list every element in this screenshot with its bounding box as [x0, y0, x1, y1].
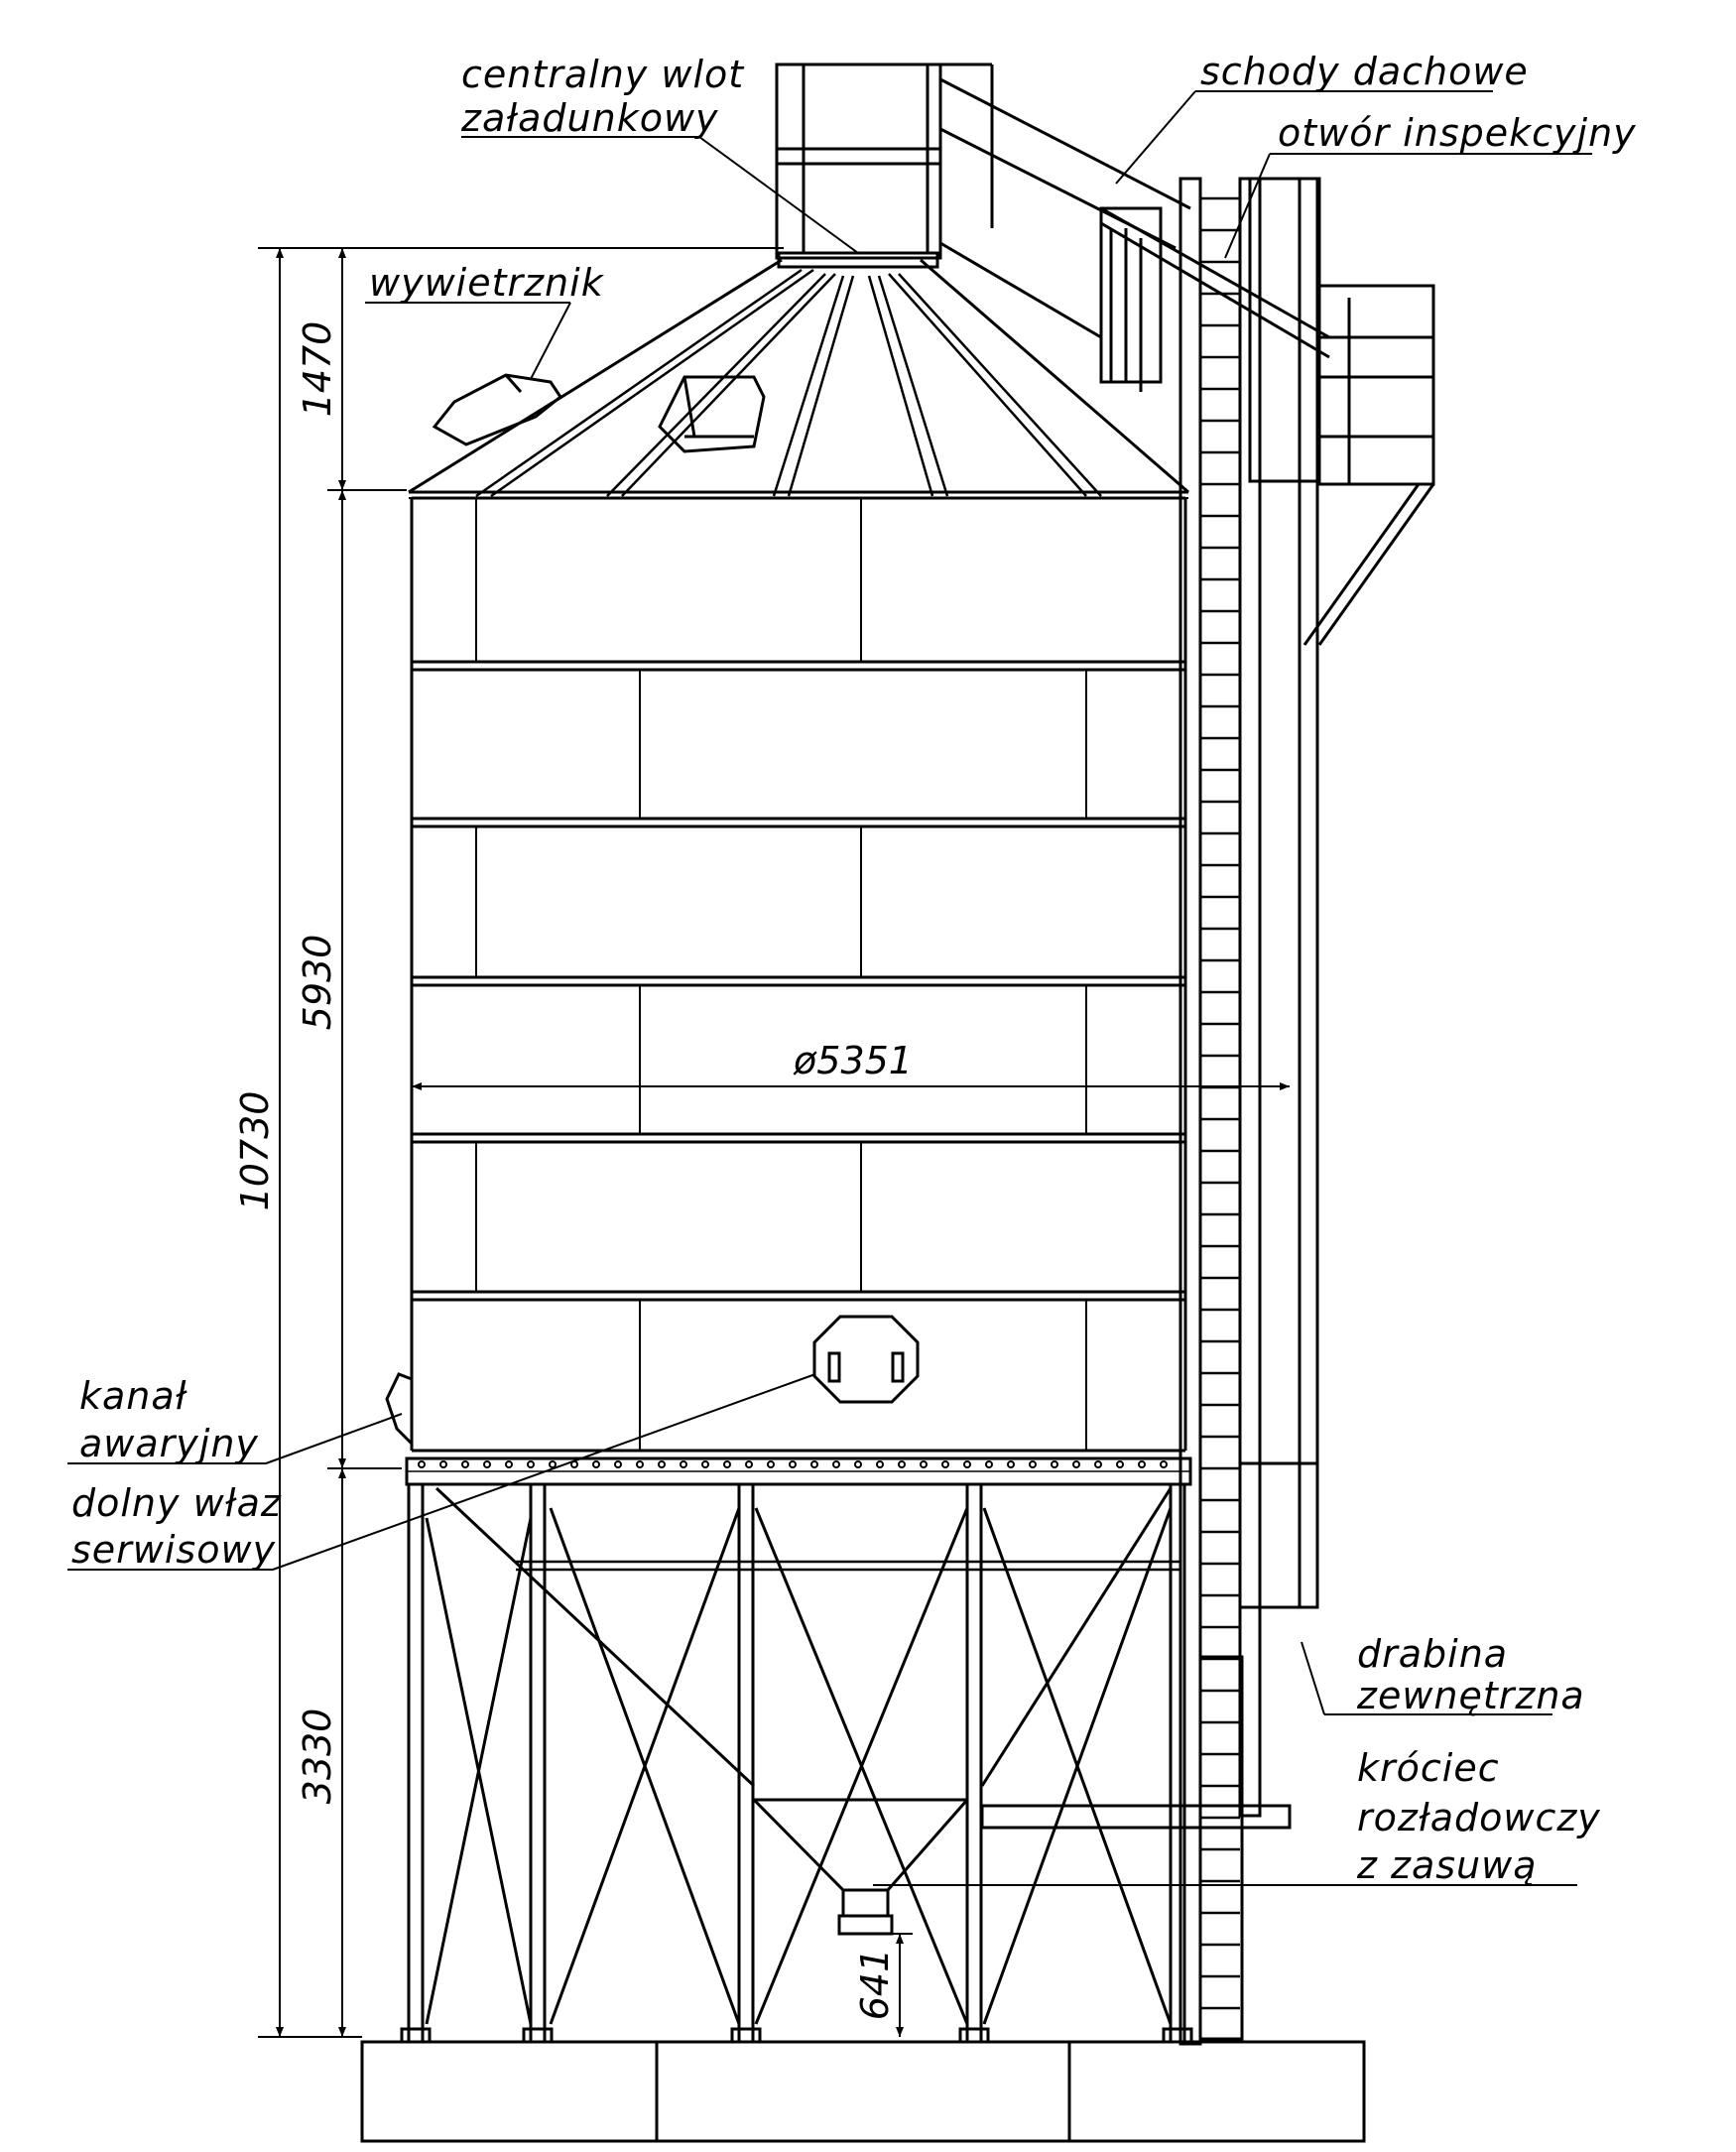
bolt: [854, 1460, 862, 1468]
bolt: [963, 1460, 971, 1468]
bolt: [439, 1460, 447, 1468]
roof: [408, 251, 1189, 499]
bolt: [549, 1460, 557, 1468]
bolt: [810, 1460, 818, 1468]
bolt: [636, 1460, 644, 1468]
label-service-hatch-2: serwisowy: [71, 1528, 276, 1572]
silo-shell: [385, 496, 1187, 1453]
dimension-lines: [258, 247, 1290, 2038]
label-central-inlet-1: centralny wlot: [461, 53, 745, 96]
bolt: [1160, 1460, 1168, 1468]
bolt: [592, 1460, 600, 1468]
bolt: [1051, 1460, 1058, 1468]
roof-stairs: [1099, 206, 1330, 392]
dim-shell-height: 5930: [296, 935, 339, 1031]
external-ladder: [1178, 177, 1319, 2046]
top-platform: [775, 63, 1191, 339]
label-roof-stairs: schody dachowe: [1200, 50, 1529, 93]
bolt: [1029, 1460, 1037, 1468]
bolt: [461, 1460, 469, 1468]
label-emergency-channel-1: kanał: [79, 1374, 188, 1418]
vent-center: [658, 375, 766, 453]
dimension-values: 1470 5930 10730 3330 641 ø5351: [233, 321, 913, 2021]
bolt: [614, 1460, 622, 1468]
bolt: [701, 1460, 709, 1468]
ring-beam-bolts: [418, 1460, 1168, 1468]
emergency-channel: [385, 1372, 414, 1448]
bolt: [876, 1460, 884, 1468]
inspection-platform: [1248, 177, 1435, 646]
dim-support-height: 3330: [296, 1709, 339, 1805]
bolt: [723, 1460, 731, 1468]
support-structure: [400, 1456, 1292, 2044]
bolt: [941, 1460, 949, 1468]
label-leaders: [67, 90, 1592, 1886]
bolt: [658, 1460, 666, 1468]
bolt: [680, 1460, 687, 1468]
label-discharge-spout-2: rozładowczy: [1357, 1796, 1601, 1839]
label-external-ladder-1: drabina: [1357, 1632, 1508, 1676]
vent: [432, 373, 563, 446]
bolt: [1007, 1460, 1015, 1468]
label-service-hatch-1: dolny właz: [71, 1481, 282, 1525]
label-emergency-channel-2: awaryjny: [79, 1422, 259, 1465]
dim-diameter: ø5351: [793, 1039, 913, 1082]
label-inspection-opening: otwór inspekcyjny: [1278, 111, 1637, 155]
label-central-inlet-2: załadunkowy: [460, 96, 719, 140]
label-discharge-spout-1: króciec: [1357, 1746, 1500, 1790]
label-external-ladder-2: zewnętrzna: [1356, 1674, 1585, 1717]
bolt: [767, 1460, 775, 1468]
dim-total-height: 10730: [233, 1091, 277, 1211]
bolt: [898, 1460, 906, 1468]
dim-outlet-height: 641: [853, 1949, 897, 2021]
service-hatch: [812, 1315, 920, 1404]
bolt: [745, 1460, 753, 1468]
bolt: [920, 1460, 928, 1468]
bolt: [483, 1460, 491, 1468]
bolt: [1094, 1460, 1102, 1468]
labels: centralny wlot załadunkowy schody dachow…: [71, 50, 1637, 1887]
bolt: [832, 1460, 840, 1468]
bolt: [527, 1460, 535, 1468]
foundation: [360, 2040, 1366, 2143]
bolt: [505, 1460, 513, 1468]
label-vent: wywietrznik: [369, 261, 605, 305]
bolt: [418, 1460, 426, 1468]
label-discharge-spout-3: z zasuwą: [1356, 1843, 1538, 1887]
bolt: [789, 1460, 797, 1468]
bolt: [985, 1460, 993, 1468]
bolt: [1072, 1460, 1080, 1468]
bolt: [1116, 1460, 1124, 1468]
dim-roof-height: 1470: [296, 321, 339, 418]
bolt: [1138, 1460, 1146, 1468]
